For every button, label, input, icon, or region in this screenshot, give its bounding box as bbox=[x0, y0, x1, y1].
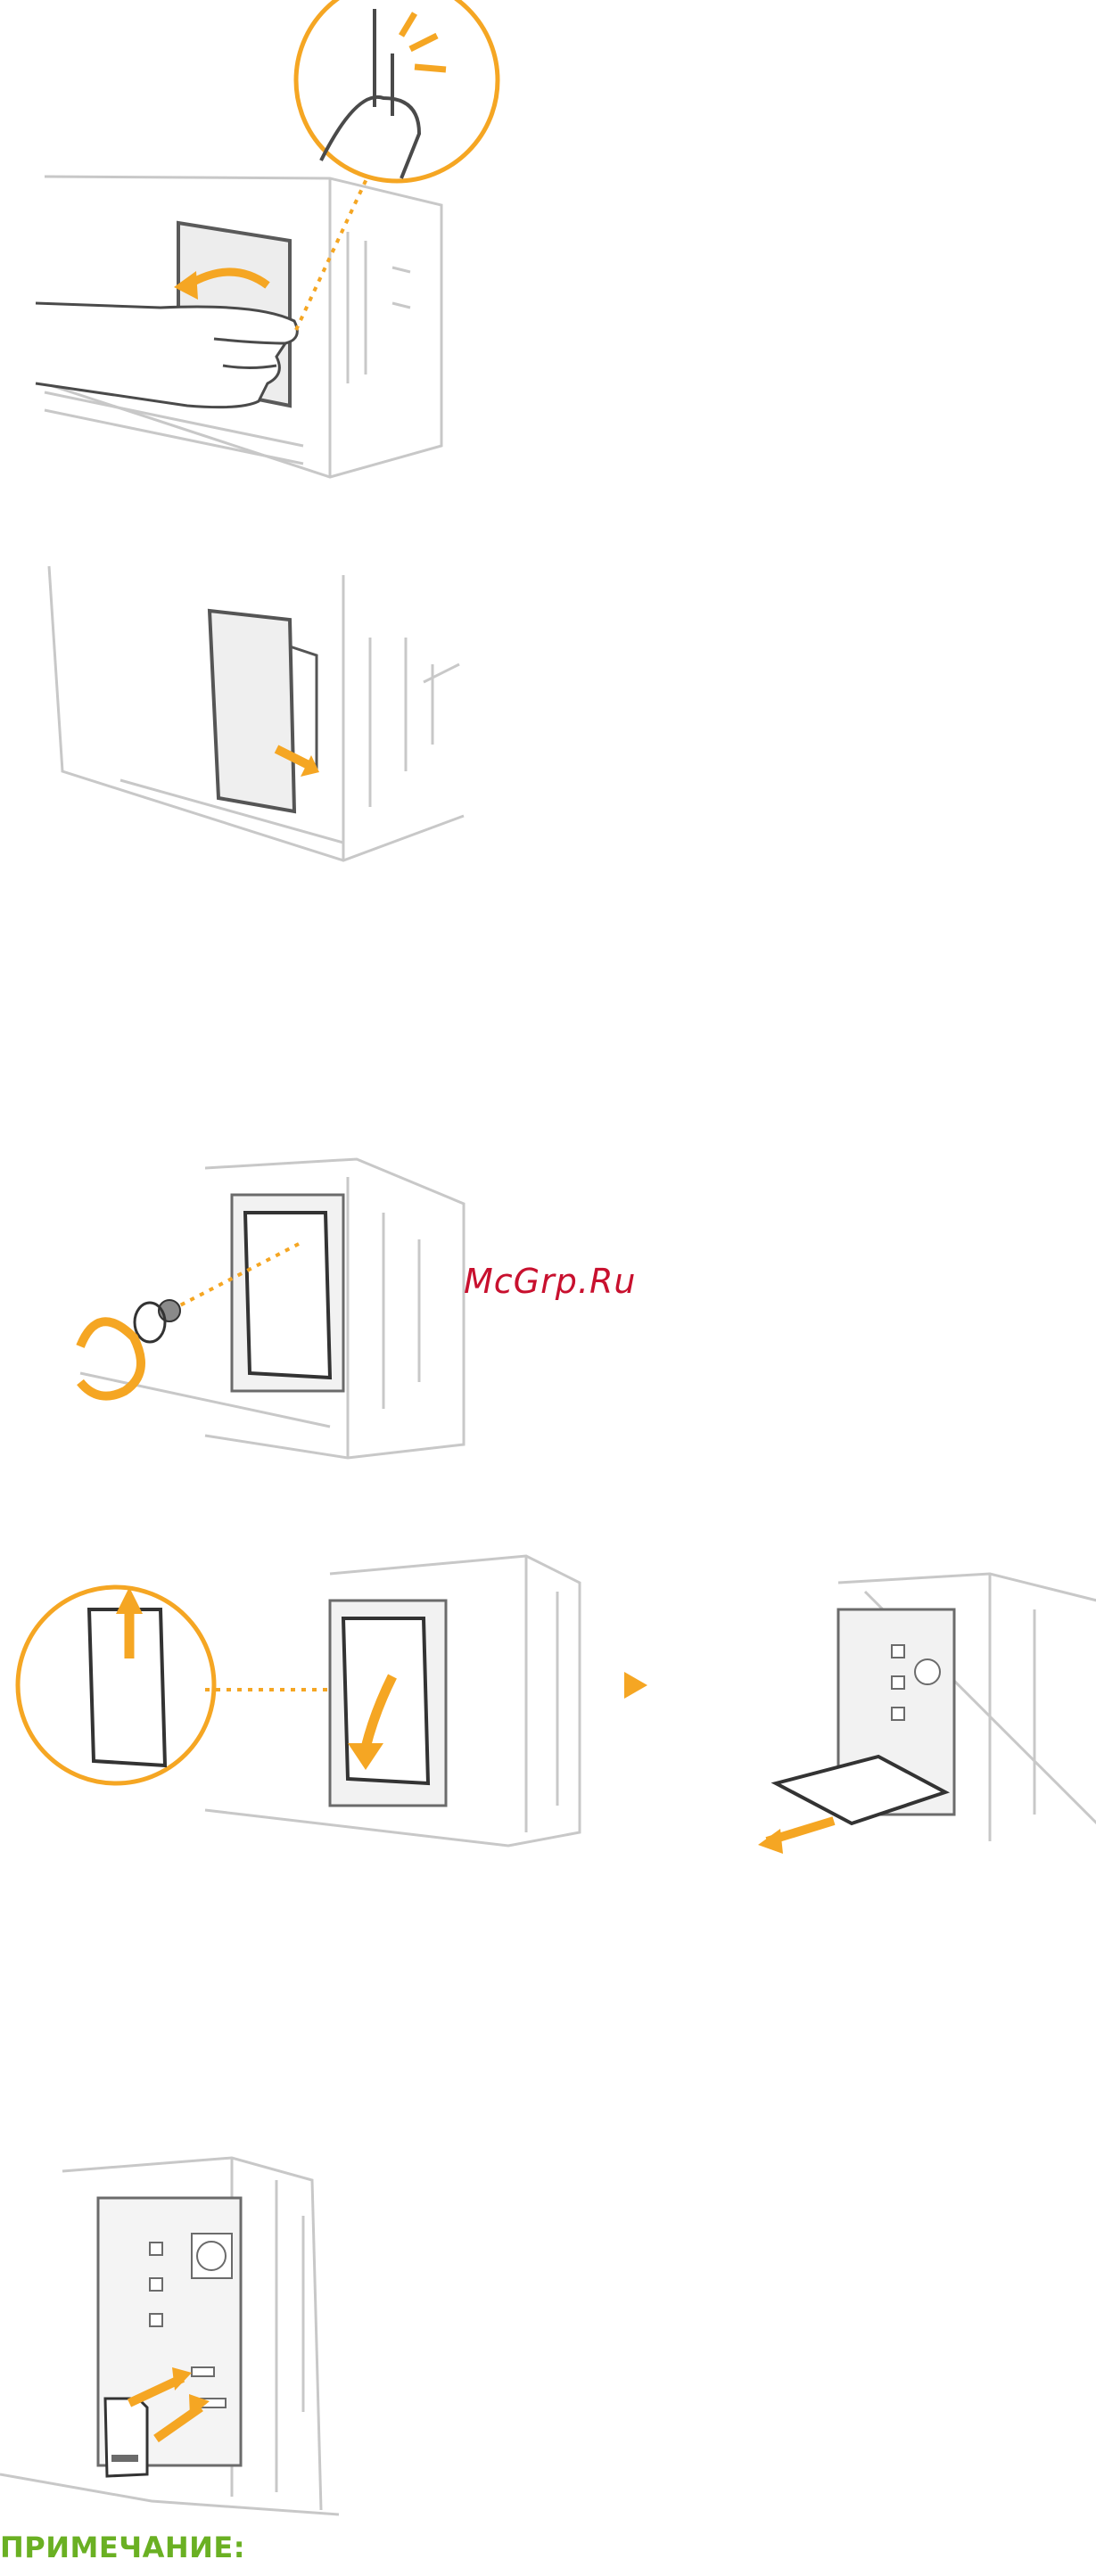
access-plate bbox=[245, 1213, 330, 1378]
illustration-open-side-cover bbox=[36, 0, 508, 486]
note-heading: ПРИМЕЧАНИЕ: bbox=[0, 2531, 245, 2564]
rotate-arrow-icon bbox=[80, 1321, 141, 1395]
illustration-open-and-remove-plate bbox=[45, 1556, 1096, 1904]
illustration-remove-screw bbox=[45, 1159, 490, 1462]
watermark-text: McGrp.Ru bbox=[464, 1262, 636, 1301]
sd-card-icon bbox=[105, 2399, 147, 2476]
illustration-insert-sd-card bbox=[0, 2144, 375, 2519]
illustration-remove-side-cover bbox=[49, 566, 522, 878]
screw-icon bbox=[135, 1300, 180, 1342]
hand-icon bbox=[36, 303, 297, 407]
next-step-icon bbox=[624, 1672, 647, 1699]
side-cover bbox=[210, 611, 294, 811]
